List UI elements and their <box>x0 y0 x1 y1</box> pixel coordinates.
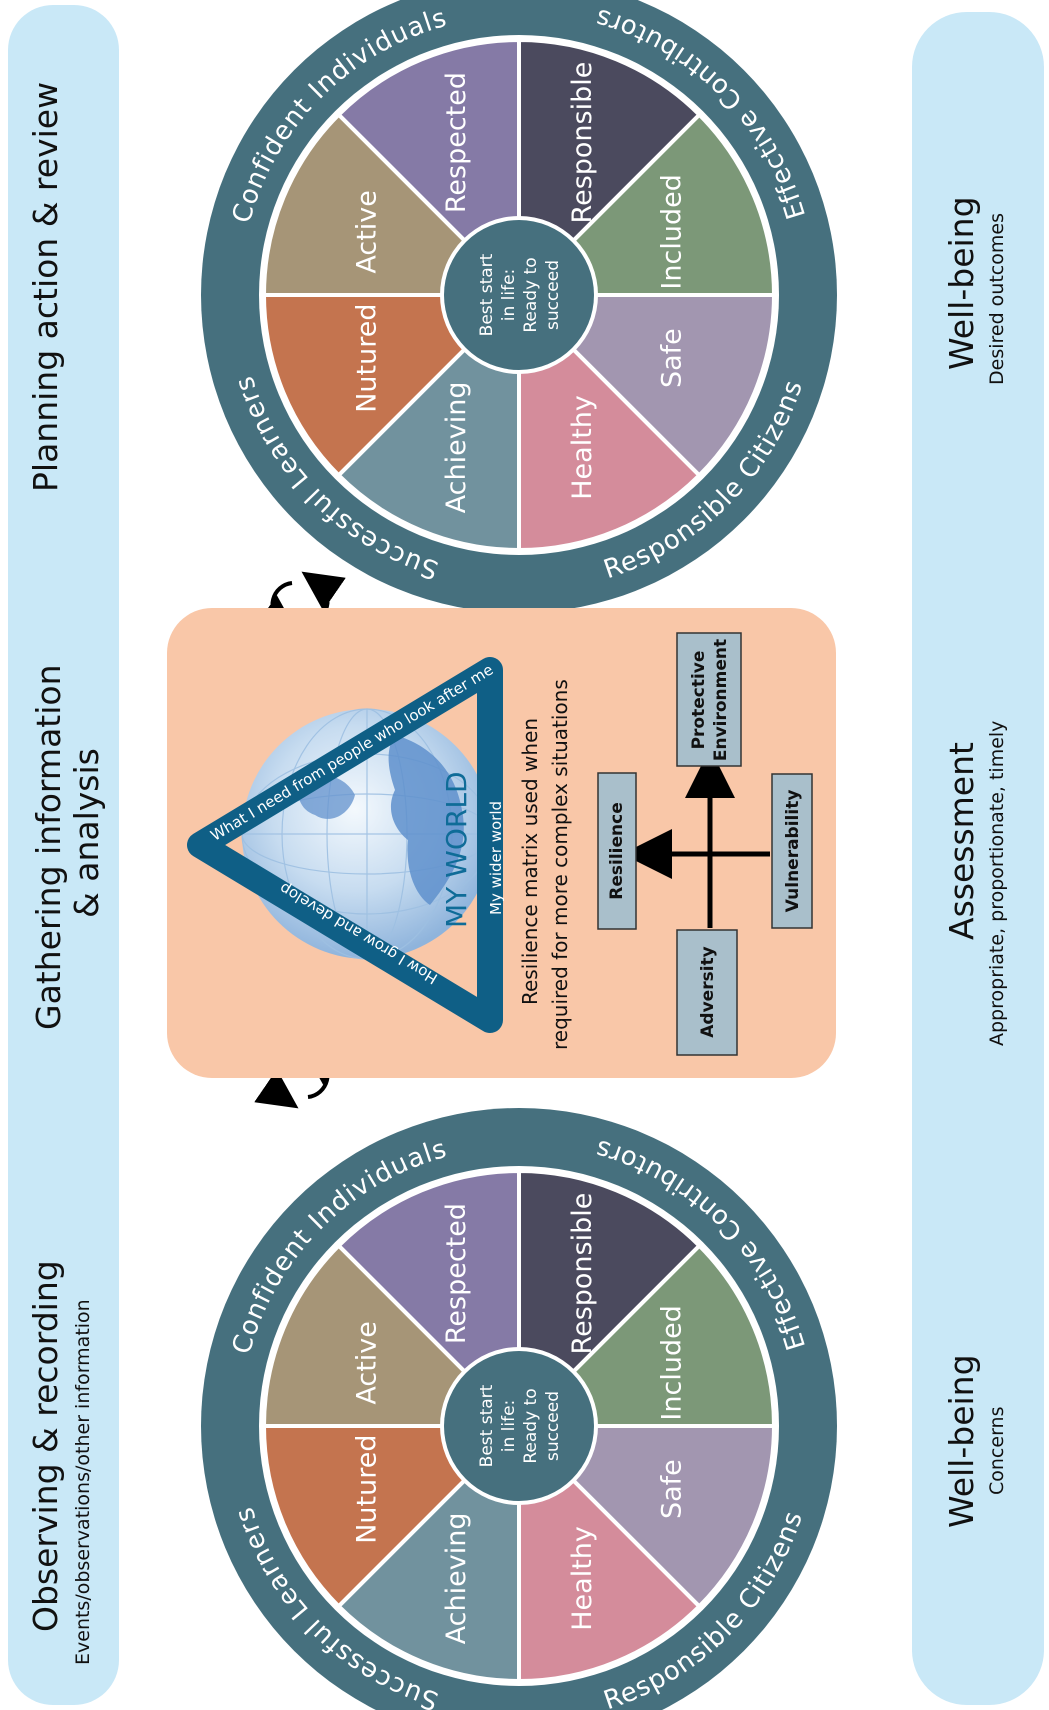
wheel-segment-label: Responsible <box>567 62 598 224</box>
wheel-segment-label: Healthy <box>567 1526 598 1631</box>
wheel-segment-label: Achieving <box>441 382 472 514</box>
resilience-matrix: Resilience Protective Environment Advers… <box>597 632 813 1056</box>
observing-heading: Observing & recording <box>26 1260 65 1632</box>
resilience-note-line1: Resilience matrix used when <box>518 718 542 1005</box>
planning-title: Planning action & review <box>26 82 65 492</box>
wheel-hub-label: Ready to <box>521 1388 541 1463</box>
top-band <box>8 5 119 1705</box>
wheel-segment-label: Safe <box>656 328 687 388</box>
wheel-segment-label: Active <box>352 1321 383 1405</box>
resilience-box-label: Resilience <box>607 802 627 899</box>
wellbeing-concerns-subtitle: Concerns <box>986 1407 1008 1496</box>
gathering-title-line2: & analysis <box>67 748 106 918</box>
adversity-box <box>676 929 738 1056</box>
wheel-segment-label: Included <box>656 1305 687 1420</box>
resilience-box <box>597 772 637 930</box>
wheel-hub-label: Best start <box>477 1384 497 1467</box>
wellbeing-concerns-title: Well-being <box>942 1354 981 1528</box>
assessment-title: Assessment <box>942 742 981 940</box>
wheel-hub-label: succeed <box>543 260 563 330</box>
assessment-heading: Assessment <box>942 742 981 940</box>
wellbeing-concerns-subheading: Concerns <box>986 1407 1008 1496</box>
resilience-note-line2: required for more complex situations <box>548 679 572 1050</box>
observing-title: Observing & recording <box>26 1260 65 1632</box>
wheel-hub-label: in life: <box>499 269 519 322</box>
wellbeing-outcomes-heading: Well-being <box>942 196 981 370</box>
protective-environment-box <box>676 632 742 767</box>
assessment-subheading: Appropriate, proportionate, timely <box>986 721 1008 1046</box>
wellbeing-concerns-heading: Well-being <box>942 1354 981 1528</box>
myworld-title: MY WORLD <box>440 771 473 928</box>
gathering-title-line1: Gathering information <box>29 665 68 1031</box>
wheel-hub-label: Best start <box>477 253 497 336</box>
planning-heading: Planning action & review <box>26 82 65 492</box>
protective-box-line2: Environment <box>711 639 731 761</box>
wheel-segment-label: Nutured <box>352 1435 383 1544</box>
wellbeing-outcomes-subtitle: Desired outcomes <box>986 213 1008 385</box>
wheel-hub-label: succeed <box>543 1391 563 1461</box>
protective-box-line1: Protective <box>689 651 709 750</box>
wheel-segment-label: Responsible <box>567 1193 598 1355</box>
wheel-hub-label: Ready to <box>521 257 541 332</box>
wheel-segment-label: Nutured <box>352 304 383 413</box>
vulnerability-box <box>771 773 813 929</box>
wheel-hub-label: in life: <box>499 1400 519 1453</box>
wheel-hub <box>444 1351 594 1501</box>
wheel-segment-label: Achieving <box>441 1513 472 1645</box>
gathering-heading: Gathering information <box>29 665 68 1031</box>
wheel-segment-label: Healthy <box>567 395 598 500</box>
bottom-band <box>912 12 1044 1705</box>
assessment-subtitle: Appropriate, proportionate, timely <box>986 721 1008 1046</box>
wheel-segment-label: Active <box>352 190 383 274</box>
gathering-heading-2: & analysis <box>67 748 106 918</box>
wellbeing-outcomes-subheading: Desired outcomes <box>986 213 1008 385</box>
wheel-segment-label: Respected <box>441 1203 472 1344</box>
vulnerability-box-label: Vulnerability <box>783 790 803 913</box>
wheel-segment-label: Included <box>656 174 687 289</box>
wheel-segment-label: Respected <box>441 72 472 213</box>
triangle-right-label: My wider world <box>487 801 505 915</box>
adversity-box-label: Adversity <box>698 946 718 1037</box>
observing-subtitle: Events/observations/other information <box>72 1299 94 1665</box>
wellbeing-outcomes-title: Well-being <box>942 196 981 370</box>
wheel-segment-label: Safe <box>656 1459 687 1519</box>
observing-subheading: Events/observations/other information <box>72 1299 94 1665</box>
wheel-hub <box>444 220 594 370</box>
